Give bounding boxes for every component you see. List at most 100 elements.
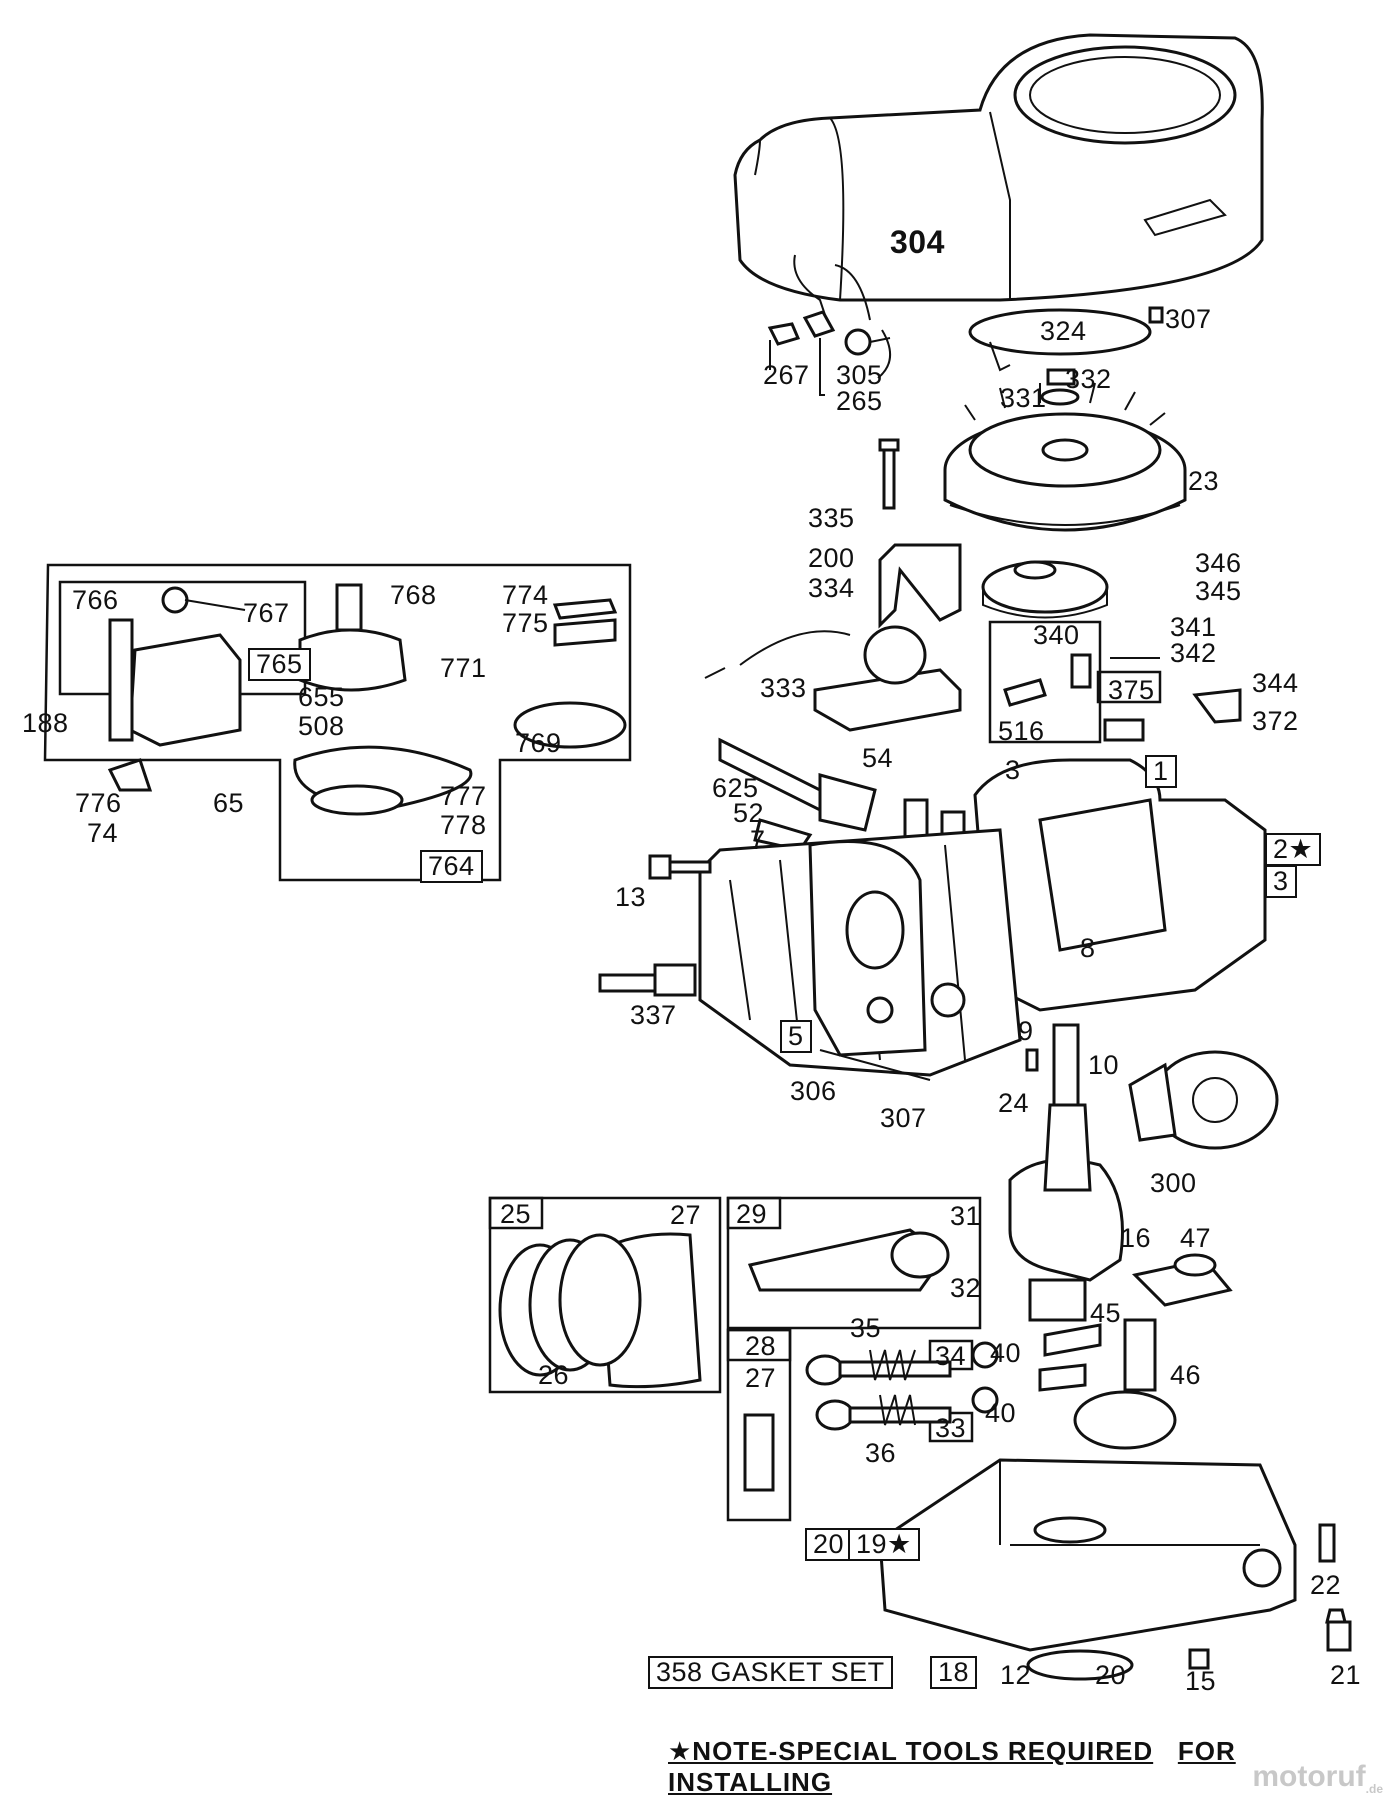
label-24: 24 bbox=[998, 1088, 1030, 1118]
label-2: 2★ bbox=[1265, 833, 1322, 866]
connecting-rod-box bbox=[726, 1196, 982, 1330]
label-778: 778 bbox=[440, 810, 487, 840]
label-307-bottom: 307 bbox=[880, 1103, 927, 1133]
breather-tube bbox=[718, 737, 877, 852]
blower-housing bbox=[733, 33, 1264, 331]
label-375: 375 bbox=[1108, 675, 1155, 705]
label-35: 35 bbox=[850, 1313, 882, 1343]
label-27-bottom: 27 bbox=[745, 1363, 777, 1393]
label-766: 766 bbox=[72, 585, 119, 615]
label-3-boxed: 3 bbox=[1265, 865, 1297, 898]
label-19: 19★ bbox=[848, 1528, 920, 1561]
flywheel bbox=[943, 368, 1187, 532]
label-34: 34 bbox=[935, 1341, 967, 1371]
label-307-top: 307 bbox=[1165, 304, 1212, 334]
bracket-372 bbox=[1192, 688, 1242, 724]
label-265: 265 bbox=[836, 386, 883, 416]
wrist-pin-box bbox=[726, 1328, 792, 1522]
label-13: 13 bbox=[615, 882, 647, 912]
label-337: 337 bbox=[630, 1000, 677, 1030]
breaker-assembly-box bbox=[988, 620, 1162, 744]
label-27-top: 27 bbox=[670, 1200, 702, 1230]
label-769: 769 bbox=[515, 728, 562, 758]
label-358-gasket-set: 358 GASKET SET bbox=[648, 1656, 893, 1689]
label-45: 45 bbox=[1090, 1298, 1122, 1328]
label-334: 334 bbox=[808, 573, 855, 603]
label-15: 15 bbox=[1185, 1666, 1217, 1696]
label-31: 31 bbox=[950, 1201, 982, 1231]
label-52: 52 bbox=[733, 798, 765, 828]
label-764: 764 bbox=[420, 850, 483, 883]
label-776: 776 bbox=[75, 788, 122, 818]
label-40-bottom: 40 bbox=[985, 1398, 1017, 1428]
cylinder-block bbox=[698, 758, 1267, 1081]
screws-267-305 bbox=[767, 310, 891, 396]
label-3-top: 3 bbox=[1005, 755, 1021, 785]
label-306: 306 bbox=[790, 1076, 837, 1106]
label-28: 28 bbox=[745, 1331, 777, 1361]
special-tools-note: ★NOTE-SPECIAL TOOLS REQUIRED FOR INSTALL… bbox=[668, 1736, 1389, 1798]
cam-and-tappets bbox=[1038, 1318, 1177, 1450]
head-bolt bbox=[648, 854, 712, 880]
label-20-bottom: 20 bbox=[1095, 1660, 1127, 1690]
label-331: 331 bbox=[1000, 383, 1047, 413]
label-508: 508 bbox=[298, 711, 345, 741]
label-36: 36 bbox=[865, 1438, 897, 1468]
crankcase-cover bbox=[878, 1458, 1297, 1681]
rotating-screen bbox=[968, 306, 1164, 372]
label-768: 768 bbox=[390, 580, 437, 610]
label-46: 46 bbox=[1170, 1360, 1202, 1390]
label-21: 21 bbox=[1330, 1660, 1362, 1690]
label-304: 304 bbox=[890, 224, 945, 260]
label-23: 23 bbox=[1188, 466, 1220, 496]
label-324: 324 bbox=[1040, 316, 1087, 346]
rewind-starter-box bbox=[43, 563, 632, 882]
label-40-top: 40 bbox=[990, 1338, 1022, 1368]
label-188: 188 bbox=[22, 708, 69, 738]
label-65: 65 bbox=[213, 788, 245, 818]
screw-22 bbox=[1318, 1523, 1336, 1563]
label-74: 74 bbox=[87, 818, 119, 848]
watermark-tld: .de bbox=[1365, 1782, 1383, 1796]
label-765: 765 bbox=[248, 648, 311, 681]
label-1: 1 bbox=[1145, 755, 1177, 788]
muffler bbox=[1128, 1050, 1279, 1150]
label-25: 25 bbox=[500, 1199, 532, 1229]
label-12: 12 bbox=[1000, 1660, 1032, 1690]
label-342: 342 bbox=[1170, 638, 1217, 668]
label-16: 16 bbox=[1120, 1223, 1152, 1253]
label-9: 9 bbox=[1018, 1016, 1034, 1046]
label-341: 341 bbox=[1170, 612, 1217, 642]
label-767: 767 bbox=[243, 598, 290, 628]
ignition-armature bbox=[704, 625, 962, 732]
label-300: 300 bbox=[1150, 1168, 1197, 1198]
label-625: 625 bbox=[712, 773, 759, 803]
label-774: 774 bbox=[502, 580, 549, 610]
valve-assembly bbox=[805, 1339, 999, 1443]
plug-21 bbox=[1325, 1608, 1352, 1652]
label-32: 32 bbox=[950, 1273, 982, 1303]
label-335: 335 bbox=[808, 503, 855, 533]
label-5: 5 bbox=[780, 1020, 812, 1053]
label-8: 8 bbox=[1080, 933, 1096, 963]
label-22: 22 bbox=[1310, 1570, 1342, 1600]
label-516: 516 bbox=[998, 716, 1045, 746]
label-771: 771 bbox=[440, 653, 487, 683]
label-18: 18 bbox=[930, 1656, 978, 1689]
piston-box bbox=[488, 1196, 722, 1394]
label-777: 777 bbox=[440, 781, 487, 811]
label-332: 332 bbox=[1065, 364, 1112, 394]
note-prefix: ★NOTE-SPECIAL TOOLS REQUIRED bbox=[668, 1736, 1154, 1766]
label-655: 655 bbox=[298, 682, 345, 712]
label-333: 333 bbox=[760, 673, 807, 703]
label-344: 344 bbox=[1252, 668, 1299, 698]
bracket-and-bolt bbox=[878, 438, 962, 629]
crankshaft bbox=[1008, 1023, 1124, 1322]
label-345: 345 bbox=[1195, 576, 1242, 606]
label-267: 267 bbox=[763, 360, 810, 390]
label-26: 26 bbox=[538, 1360, 570, 1390]
label-7: 7 bbox=[750, 825, 766, 855]
label-372: 372 bbox=[1252, 706, 1299, 736]
label-305: 305 bbox=[836, 360, 883, 390]
